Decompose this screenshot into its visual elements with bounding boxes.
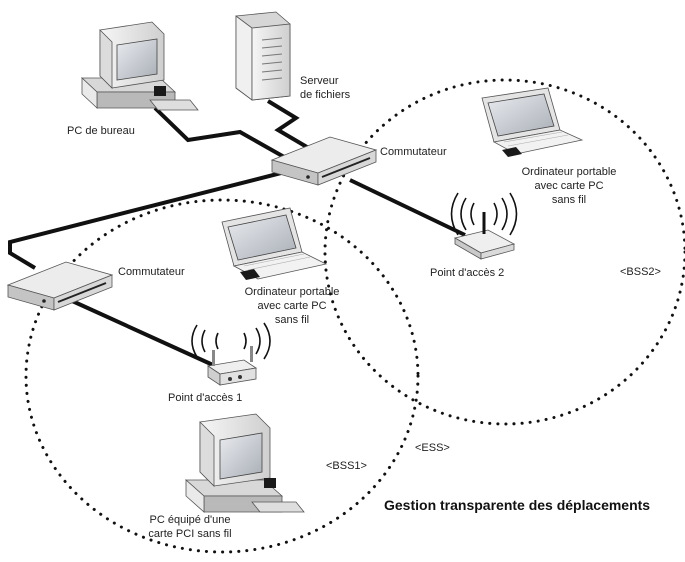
laptop-center-label-line2: avec carte PC	[257, 300, 327, 312]
network-cables	[8, 99, 466, 367]
switch-left-icon	[6, 261, 114, 311]
access-point-1-label: Point d'accès 1	[168, 392, 243, 404]
access-point-2-icon	[450, 192, 518, 260]
laptop-center-label-line3: sans fil	[274, 314, 310, 326]
file-server-label-line2: de fichiers	[300, 89, 351, 101]
bss1-label: <BSS1>	[326, 460, 367, 472]
pc-pci-icon	[184, 413, 305, 513]
pc-desktop-label: PC de bureau	[67, 125, 135, 137]
laptop-right-icon	[481, 87, 584, 157]
cable-server-to-switch	[266, 99, 314, 152]
cable-switch-to-ap1	[69, 298, 214, 367]
switch-left-label: Commutateur	[118, 266, 185, 278]
pc-pci-label-line2: carte PCI sans fil	[148, 528, 232, 540]
bss2-label: <BSS2>	[620, 266, 661, 278]
ess-label: <ESS>	[415, 442, 450, 454]
laptop-right-label-line1: Ordinateur portable	[521, 166, 617, 178]
bss1-zone-circle	[24, 198, 420, 554]
diagram-title: Gestion transparente des déplacements	[384, 497, 651, 513]
access-point-1-icon	[191, 322, 271, 386]
pc-pci-label-line1: PC équipé d'une	[149, 514, 231, 526]
file-server-label-line1: Serveur	[300, 75, 339, 87]
file-server-icon	[235, 11, 291, 101]
cable-switch-to-switch	[8, 170, 286, 270]
desktop-pc-icon	[80, 21, 199, 111]
laptop-right-label-line3: sans fil	[551, 194, 587, 206]
laptop-center-label-line1: Ordinateur portable	[244, 286, 340, 298]
cable-pc-to-switch	[153, 106, 294, 164]
access-point-2-label: Point d'accès 2	[430, 267, 505, 279]
switch-top-icon	[270, 136, 378, 186]
laptop-right-label-line2: avec carte PC	[534, 180, 604, 192]
bss2-zone-circle	[323, 78, 685, 426]
switch-top-label: Commutateur	[380, 146, 447, 158]
laptop-center-icon	[221, 207, 328, 280]
cable-switch-to-ap2	[349, 178, 466, 237]
